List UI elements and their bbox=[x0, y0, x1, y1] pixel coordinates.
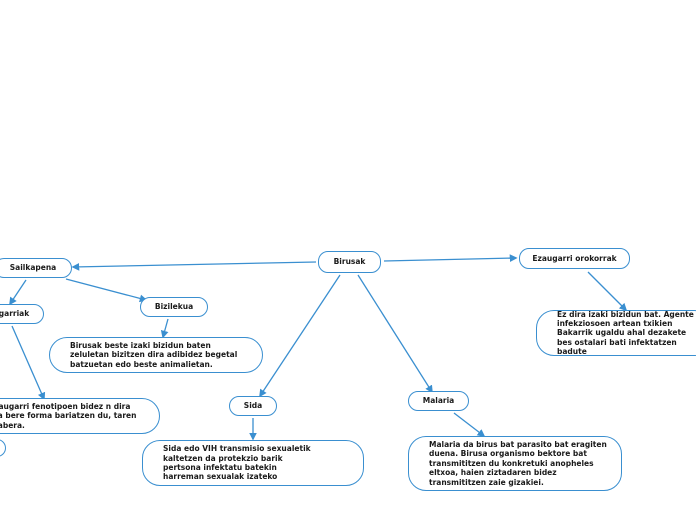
edge-ezaugarriak-note bbox=[11, 325, 46, 401]
edge-birusak-ezaugarri-orokorrak bbox=[383, 254, 518, 263]
edge-sailkapena-bizilekua bbox=[65, 278, 148, 303]
node-bizilekua-label: Bizilekua bbox=[154, 302, 194, 312]
node-malaria-label: Malaria bbox=[422, 396, 455, 406]
edge-orokorrak-note bbox=[587, 271, 628, 312]
edge-sailkapena-ezaugarriak bbox=[9, 279, 27, 306]
node-sailkapena[interactable]: Sailkapena bbox=[0, 258, 72, 278]
note-bizilekua[interactable]: Birusak beste izaki bizidun baten zelule… bbox=[49, 337, 263, 373]
edge-birusak-sailkapena bbox=[71, 261, 317, 271]
note-bizilekua-text: Birusak beste izaki bizidun baten zelule… bbox=[70, 340, 238, 369]
edge-bizilekua-note bbox=[160, 318, 169, 339]
node-birusak-label: Birusak bbox=[333, 257, 366, 267]
note-ezaugarriak-text: ezaugarri fenotipoen bidez n dira eta be… bbox=[0, 401, 137, 430]
node-ezaugarri-orokorrak-label: Ezaugarri orokorrak bbox=[532, 253, 617, 263]
edge-birusak-malaria bbox=[357, 274, 433, 394]
node-birusak[interactable]: Birusak bbox=[318, 251, 381, 273]
node-ezaugarriak[interactable]: garriak bbox=[0, 304, 44, 324]
node-sida[interactable]: Sida bbox=[229, 396, 277, 416]
note-ezaugarriak[interactable]: ezaugarri fenotipoen bidez n dira eta be… bbox=[0, 398, 160, 434]
node-ezaugarriak-label: garriak bbox=[0, 309, 30, 319]
note-malaria-text: Malaria da birus bat parasito bat eragit… bbox=[429, 440, 607, 487]
node-sailkapena-label: Sailkapena bbox=[9, 263, 57, 273]
edge-malaria-note bbox=[453, 412, 486, 437]
node-sida-label: Sida bbox=[243, 401, 263, 411]
node-ezaugarri-orokorrak[interactable]: Ezaugarri orokorrak bbox=[519, 248, 630, 269]
edge-birusak-sida bbox=[259, 274, 341, 398]
note-malaria[interactable]: Malaria da birus bat parasito bat eragit… bbox=[408, 436, 622, 491]
note-ezaugarri-orokorrak-text: Ez dira izaki bizidun bat. Agente infekz… bbox=[557, 309, 694, 357]
node-malaria[interactable]: Malaria bbox=[408, 391, 469, 411]
node-bizilekua[interactable]: Bizilekua bbox=[140, 297, 208, 317]
note-ezaugarri-orokorrak[interactable]: Ez dira izaki bizidun bat. Agente infekz… bbox=[536, 310, 696, 356]
note-sida[interactable]: Sida edo VIH transmisio sexualetik kalte… bbox=[142, 440, 364, 486]
note-sida-text: Sida edo VIH transmisio sexualetik kalte… bbox=[163, 444, 311, 482]
